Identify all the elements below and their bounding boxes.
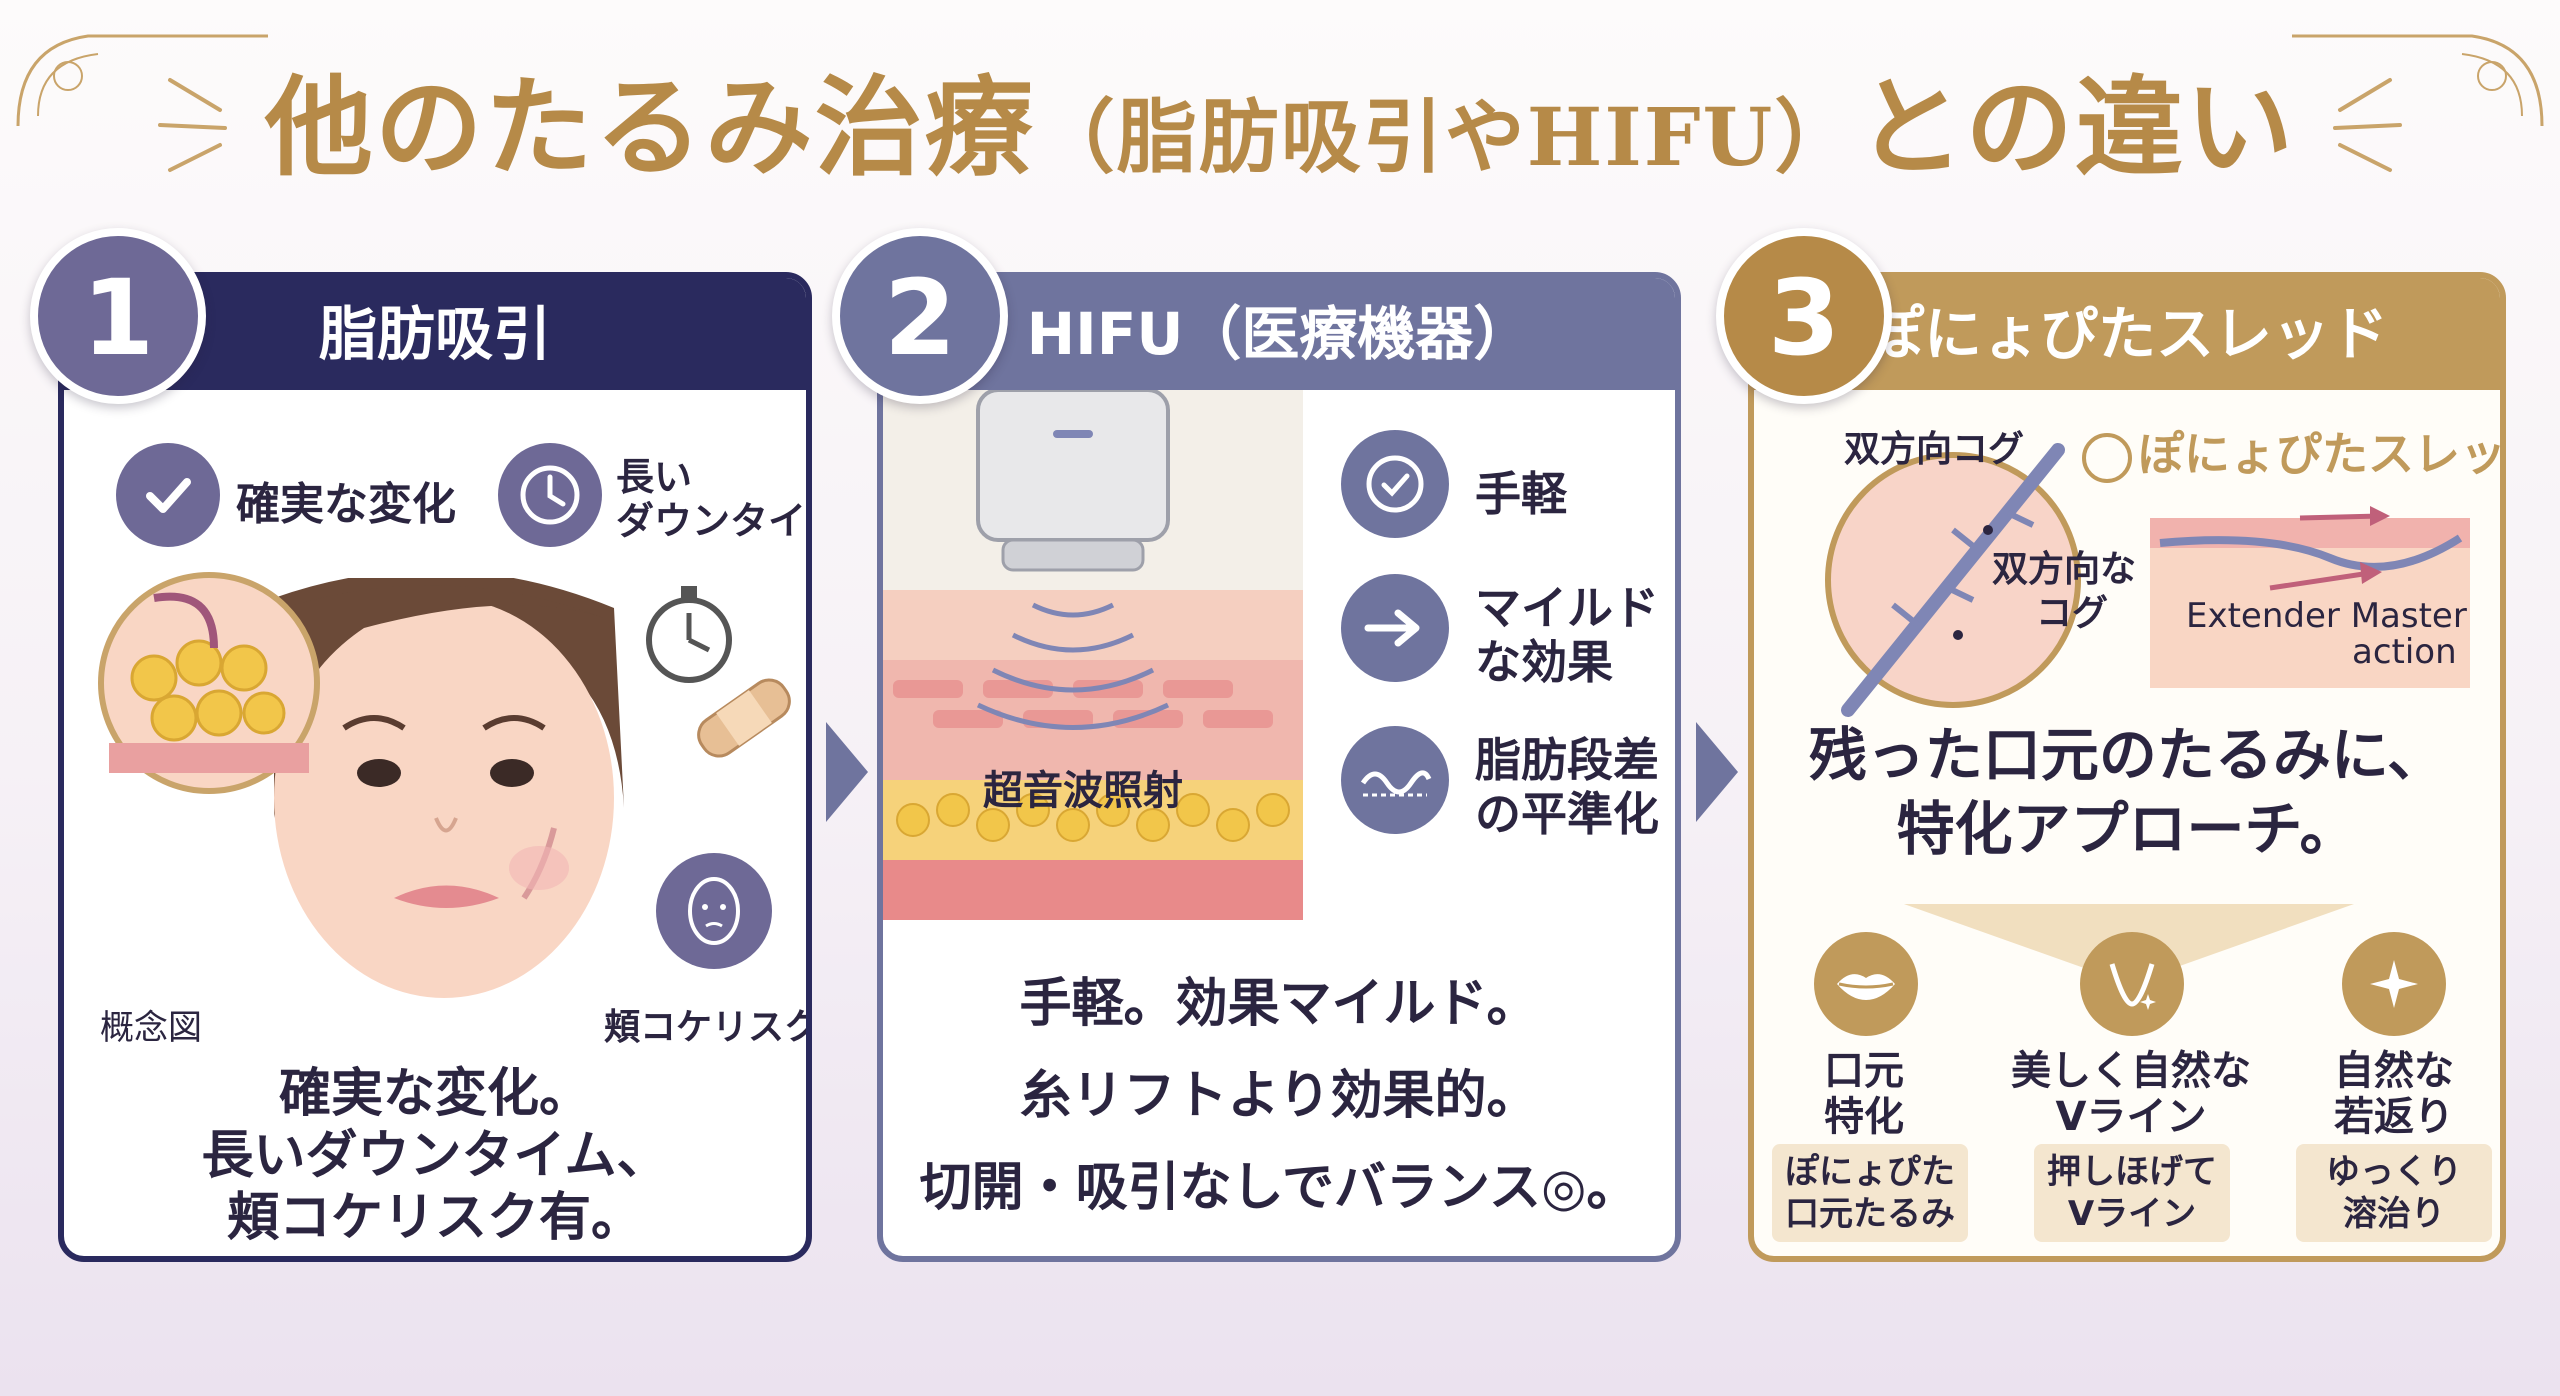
feature-easy: 手軽 [1475, 467, 1567, 521]
col2-box-line2: Vライン [2067, 1194, 2197, 1234]
panel2-summary-line3: 切開・吸引なしでバランス◎。 [919, 1158, 1639, 1218]
hifu-skin-diagram [883, 390, 1303, 920]
sunken-cheek-face-icon [656, 853, 772, 969]
cheek-risk-label: 頬コケリスク [604, 1007, 812, 1048]
stopwatch-icon [646, 586, 732, 683]
sparkle-icon [2342, 932, 2446, 1036]
extender-label-line1: Extender Master [2186, 596, 2467, 636]
feature-long-downtime-line2: ダウンタイム [616, 499, 806, 543]
cog-label-mid-line2: コグ [2036, 593, 2109, 634]
panel1-summary-line2: 長いダウンタイム、 [201, 1126, 669, 1186]
col1-title: 口元 特化 [1764, 1048, 1964, 1140]
col1-box-line1: ぽにょぴた [1785, 1152, 1955, 1192]
arrow-right-icon [1341, 574, 1449, 682]
arrow-right-icon-1 [826, 722, 868, 822]
col1-box: ぽにょぴた 口元たるみ [1772, 1144, 1968, 1242]
face-illustration [274, 578, 624, 998]
feature-mild-line1: マイルド [1475, 581, 1659, 635]
panel2-summary-line2: 糸リフトより効果的。 [1019, 1066, 1539, 1126]
col2-title-line2: Vライン [2055, 1094, 2207, 1140]
panel3-headline: 残った口元のたるみに、 特化アプローチ。 [1754, 726, 2500, 858]
corner-ornament-right [2292, 34, 2544, 127]
arrow-right-icon-2 [1696, 722, 1738, 822]
col3-title-line2: 若返り [2334, 1094, 2454, 1140]
brand-logo-mark-icon [2082, 432, 2132, 483]
v-line-icon [2080, 932, 2184, 1036]
panel1-summary-line1: 確実な変化。 [278, 1064, 591, 1124]
title-main-b: との違い [1856, 65, 2296, 191]
panel-hifu: HIFU（医療機器） 超音波照射 手軽 マイルド な効果 脂肪段差 の平準化 [877, 272, 1681, 1262]
brand-logo-text: ぽにょぴたスレッド [2138, 427, 2506, 481]
wave-icon [1341, 726, 1449, 834]
col1-title-line2: 特化 [1824, 1094, 1904, 1140]
panel-ponyopita-thread: ぽにょぴたスレッド 双方向コグ 双方向な コグ ぽにょぴたスレッド Extend… [1748, 272, 2506, 1262]
panel1-summary-line3: 頬コケリスク有。 [226, 1188, 643, 1248]
brand-logo: ぽにょぴたスレッド [2082, 418, 2506, 484]
extender-label-line2: action [2352, 632, 2457, 672]
panel2-summary: 手軽。効果マイルド。 糸リフトより効果的。 切開・吸引なしでバランス◎。 [883, 978, 1675, 1214]
col3-title: 自然な 若返り [2294, 1048, 2494, 1140]
panel1-summary: 確実な変化。 長いダウンタイム、 頬コケリスク有。 [64, 1068, 806, 1244]
col1-title-line1: 口元 [1824, 1048, 1904, 1094]
concept-diagram-label: 概念図 [100, 1008, 202, 1048]
feature-long-downtime-line1: 長い [616, 455, 693, 499]
panel2-summary-line1: 手軽。効果マイルド。 [1019, 974, 1539, 1034]
extender-skin-diagram [2150, 506, 2470, 688]
panel3-headline-line2: 特化アプローチ。 [1896, 795, 2358, 863]
step-badge-1: 1 [30, 228, 206, 404]
feature-fat-level-line2: の平準化 [1475, 787, 1659, 841]
clock-check-icon [1341, 430, 1449, 538]
panel-liposuction: 脂肪吸引 確実な変化 長い ダウンタイム [58, 272, 812, 1262]
title-parenthetical: （脂肪吸引やHIFU） [1034, 90, 1857, 184]
lips-icon [1814, 932, 1918, 1036]
cog-label-top: 双方向コグ [1844, 429, 2025, 470]
col1-box-line2: 口元たるみ [1785, 1194, 1955, 1234]
col2-title-line1: 美しく自然な [2011, 1048, 2251, 1094]
step-badge-2: 2 [832, 228, 1008, 404]
sunburst-right [2333, 78, 2402, 172]
cog-thread-zoom [1825, 443, 2081, 717]
col3-box-line2: 溶治り [2343, 1194, 2445, 1234]
panel2-header: HIFU（医療機器） [883, 278, 1675, 390]
feature-definite-change: 確実な変化 [236, 479, 456, 530]
step-badge-3: 3 [1716, 228, 1892, 404]
clock-icon [498, 443, 602, 547]
page-title: 他のたるみ治療（脂肪吸引やHIFU）との違い [0, 48, 2560, 208]
feature-fat-level-line1: 脂肪段差 [1475, 733, 1659, 787]
col3-box: ゆっくり 溶治り [2296, 1144, 2492, 1242]
sunburst-left [158, 78, 227, 172]
col2-box-line1: 押しほげて [2047, 1152, 2217, 1192]
feature-mild-line2: な効果 [1475, 635, 1613, 689]
col2-title: 美しく自然な Vライン [1986, 1048, 2276, 1140]
corner-ornament-left [16, 34, 268, 127]
col2-box: 押しほげて Vライン [2034, 1144, 2230, 1242]
title-main-a: 他のたるみ治療 [264, 65, 1035, 191]
cog-label-mid-line1: 双方向な [1992, 549, 2137, 590]
fat-cells-zoom [98, 572, 320, 794]
ultrasound-label: 超音波照射 [983, 768, 1183, 814]
col3-title-line1: 自然な [2334, 1048, 2454, 1094]
col3-box-line1: ゆっくり [2326, 1152, 2462, 1192]
panel3-headline-line1: 残った口元のたるみに、 [1808, 721, 2446, 789]
checkmark-icon [116, 443, 220, 547]
bandage-icon [697, 678, 791, 758]
